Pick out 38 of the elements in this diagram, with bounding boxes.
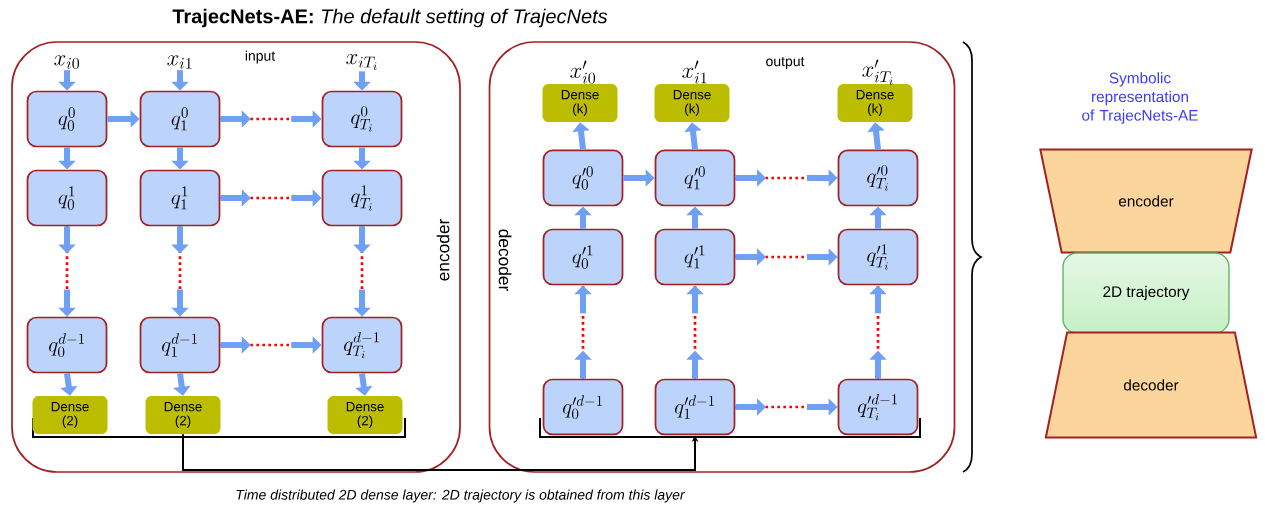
input-symbol: $x_{i1}$ (167, 55, 192, 69)
cell-box: $q_{1}^{0}$ (139, 90, 221, 148)
dense-box: Dense (2) (327, 396, 403, 434)
output-symbol: $x'_{i0}$ (570, 60, 596, 84)
cell-box: $q_{T_i}^{d-1}$ (321, 316, 403, 374)
dense-box: Dense (k) (837, 84, 913, 122)
cell-box: $q_{0}^{0}$ (26, 90, 108, 148)
cell-box: $q'^{d-1}_{T_i}$ (837, 378, 919, 436)
cell-box: $q'^{d-1}_{1}$ (654, 378, 736, 436)
layer-label: input (245, 50, 276, 64)
cell-box: $q'^{0}_{T_i}$ (837, 149, 919, 207)
output-symbol: $x'_{i1}$ (682, 60, 707, 84)
input-symbol: $x_{i0}$ (54, 55, 80, 69)
cell-box: $q_{0}^{d-1}$ (26, 316, 108, 374)
cell-box: $q_{T_i}^{0}$ (321, 90, 403, 148)
cell-box: $q'^{1}_{1}$ (654, 228, 736, 286)
layer-label: output (766, 57, 805, 69)
cell-box: $q'^{0}_{0}$ (542, 149, 624, 207)
cell-box: $q'^{0}_{1}$ (654, 149, 736, 207)
title: TrajecNets-AE: The default setting of TrajecNets (172, 8, 608, 28)
dense-box: Dense (k) (542, 84, 618, 122)
cell-box: $q_{T_i}^{1}$ (321, 169, 403, 227)
dense-box: Dense (2) (145, 396, 221, 434)
dense-box: Dense (k) (654, 84, 730, 122)
output-symbol: $x'_{iT_i}$ (862, 59, 893, 85)
trapezoid: decoder (1044, 331, 1258, 439)
cell-box: $q_{1}^{d-1}$ (139, 316, 221, 374)
cell-box: $q_{1}^{1}$ (139, 169, 221, 227)
cell-box: $q'^{d-1}_{0}$ (542, 378, 624, 436)
latent-box: 2D trajectory (1062, 252, 1230, 334)
cell-box: $q'^{1}_{T_i}$ (837, 228, 919, 286)
side-heading: Symbolic representation of TrajecNets-AE (1082, 72, 1198, 124)
dense-box: Dense (2) (32, 396, 108, 434)
cell-box: $q_{0}^{1}$ (26, 169, 108, 227)
cell-box: $q'^{1}_{0}$ (542, 228, 624, 286)
caption: Time distributed 2D dense layer: 2D trajectory is obtained from this layer (236, 489, 686, 503)
trapezoid: encoder (1039, 148, 1253, 254)
input-symbol: $x_{iT_i}$ (346, 54, 377, 70)
